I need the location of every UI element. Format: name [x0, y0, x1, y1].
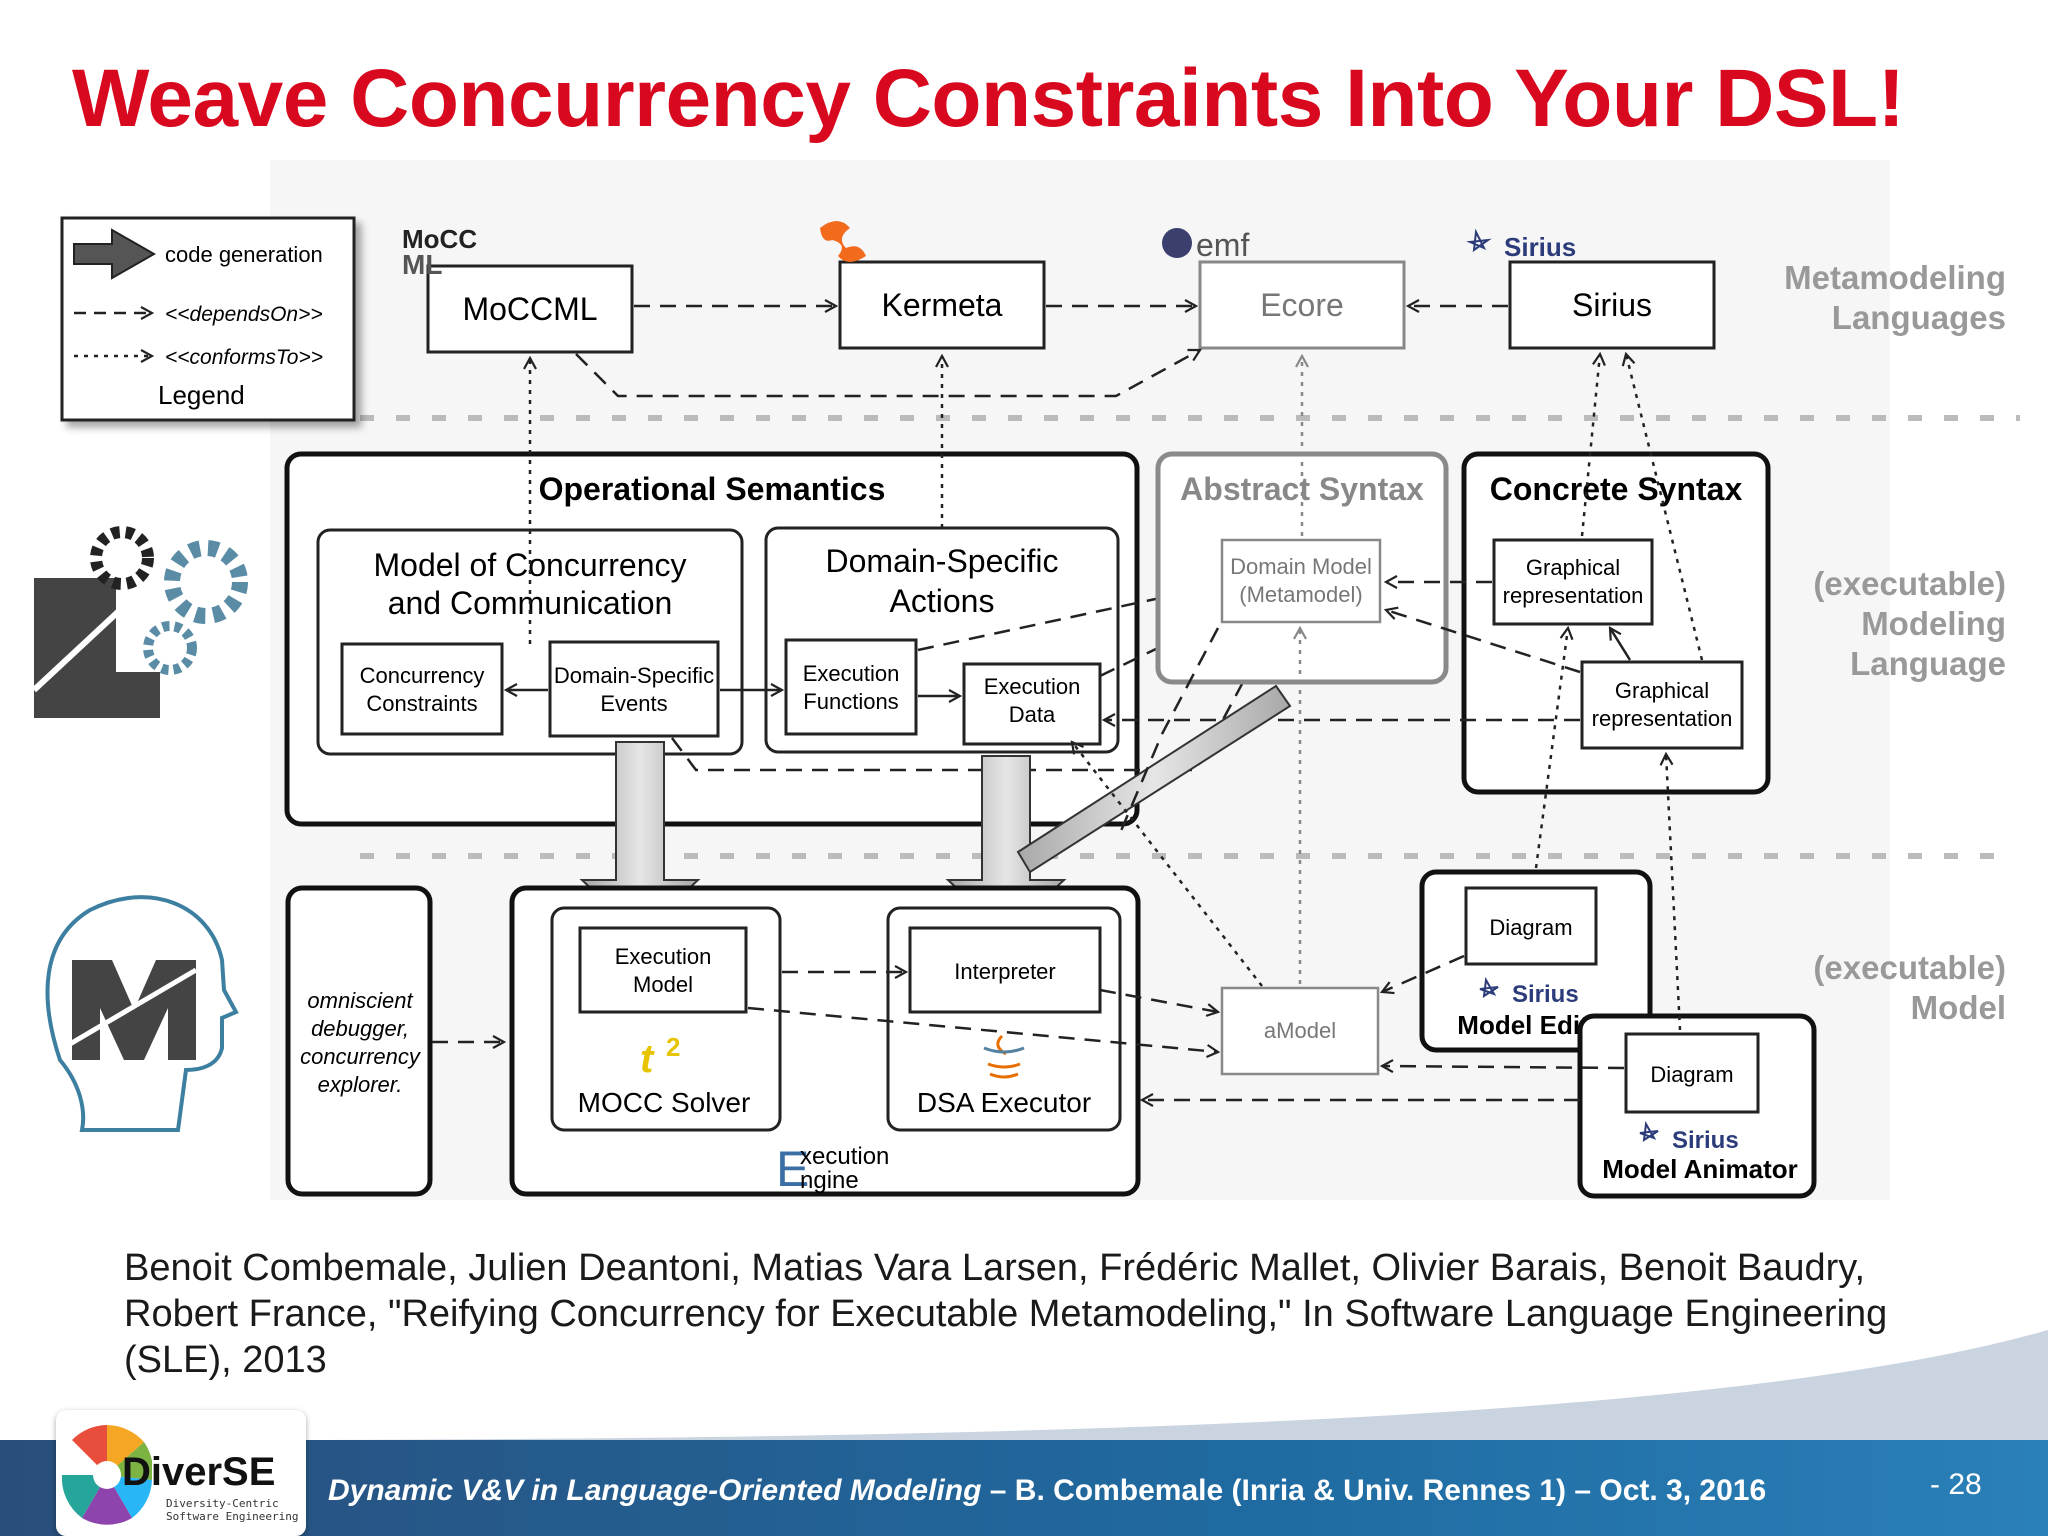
svg-text:explorer.: explorer.: [318, 1072, 403, 1097]
diverse-logo-subtitle: Diversity-Centric Software Engineering: [166, 1497, 298, 1523]
legend-conforms-to: <<conformsTo>>: [165, 346, 323, 369]
kermeta-logo-icon: [820, 221, 866, 262]
svg-text:Graphical: Graphical: [1526, 555, 1620, 580]
svg-text:Execution: Execution: [615, 944, 712, 969]
svg-text:Execution: Execution: [803, 661, 900, 686]
svg-text:aModel: aModel: [1264, 1018, 1336, 1043]
diverse-logo-text: DiverSE: [122, 1450, 276, 1494]
svg-text:concurrency: concurrency: [300, 1044, 422, 1069]
moccml-box: MoCCML: [426, 264, 634, 354]
moccml-logo-icon: MoCC ML: [402, 224, 477, 280]
svg-text:Domain-Specific: Domain-Specific: [826, 543, 1059, 579]
svg-text:representation: representation: [1503, 583, 1644, 608]
svg-text:Model: Model: [633, 972, 693, 997]
svg-text:omniscient: omniscient: [307, 988, 413, 1013]
execution-engine-logo-icon: E xecution ngine: [776, 1141, 889, 1197]
svg-text:Sirius: Sirius: [1672, 1127, 1739, 1154]
svg-text:MOCC Solver: MOCC Solver: [578, 1087, 751, 1118]
svg-text:Interpreter: Interpreter: [954, 959, 1056, 984]
svg-text:debugger,: debugger,: [311, 1016, 409, 1041]
svg-text:Actions: Actions: [890, 583, 995, 619]
svg-text:(Metamodel): (Metamodel): [1239, 582, 1362, 607]
svg-text:Sirius: Sirius: [1512, 981, 1579, 1008]
sirius-logo-icon: Sirius: [1466, 228, 1576, 262]
legend-code-generation: code generation: [165, 242, 323, 267]
svg-text:DSA Executor: DSA Executor: [917, 1087, 1091, 1118]
layer-label-model: (executable) Model: [1813, 949, 2006, 1026]
slide-title: Weave Concurrency Constraints Into Your …: [72, 53, 1905, 144]
java-logo-icon: [983, 1034, 1025, 1079]
svg-text:Model Animator: Model Animator: [1602, 1154, 1797, 1184]
svg-text:Diagram: Diagram: [1650, 1062, 1733, 1087]
svg-text:Data: Data: [1009, 702, 1056, 727]
svg-text:Constraints: Constraints: [366, 691, 477, 716]
amodel-box: aModel: [1220, 986, 1380, 1076]
language-gears-icon: [31, 526, 248, 718]
svg-text:Domain-Specific: Domain-Specific: [554, 663, 714, 688]
svg-text:Operational Semantics: Operational Semantics: [539, 471, 886, 507]
code-generation-arrow-icon: [73, 228, 157, 280]
concrete-syntax: Concrete Syntax Graphical representation…: [1461, 451, 1771, 795]
svg-text:Execution: Execution: [984, 674, 1081, 699]
citation-line: (SLE), 2013: [124, 1339, 327, 1381]
layer-label-metamodeling: Metamodeling Languages: [1784, 259, 2006, 336]
citation-line: Robert France, "Reifying Concurrency for…: [124, 1293, 1888, 1335]
architecture-diagram: code generation <<dependsOn>> <<conforms…: [31, 216, 2020, 1199]
model-animator: Diagram Sirius Model Animator: [1577, 1013, 1817, 1199]
diverse-logo-icon: [62, 1425, 152, 1525]
footer-swoosh: [0, 1330, 2048, 1460]
logo-subtitle-line: Software Engineering: [166, 1510, 299, 1523]
footer-author: – B. Combemale (Inria & Univ. Rennes 1) …: [981, 1474, 1767, 1507]
svg-text:Sirius: Sirius: [1572, 287, 1652, 323]
model-editor: Diagram Sirius Model Editor: [1419, 869, 1653, 1053]
svg-text:Abstract Syntax: Abstract Syntax: [1180, 471, 1424, 507]
svg-text:Concurrency: Concurrency: [360, 663, 485, 688]
execution-engine: Execution Model MOCC Solver t 2 Interpre…: [509, 885, 1141, 1197]
abstract-syntax: Abstract Syntax Domain Model (Metamodel): [1155, 451, 1449, 685]
citation: Benoit Combemale, Julien Deantoni, Matia…: [124, 1245, 2004, 1383]
svg-text:Ecore: Ecore: [1260, 287, 1344, 323]
layer-label-language: (executable) Modeling Language: [1813, 565, 2006, 682]
svg-text:emf: emf: [1196, 227, 1249, 263]
footer-talk-title: Dynamic V&V in Language-Oriented Modelin…: [328, 1474, 982, 1507]
sirius-box: Sirius: [1508, 260, 1716, 350]
svg-text:2: 2: [666, 1032, 680, 1062]
legend: code generation <<dependsOn>> <<conforms…: [60, 216, 356, 422]
emf-logo-icon: emf: [1162, 227, 1249, 263]
legend-title: Legend: [158, 380, 245, 410]
svg-text:Graphical: Graphical: [1615, 678, 1709, 703]
operational-semantics: Operational Semantics Model of Concurren…: [284, 451, 1140, 827]
footer-bar: [0, 1440, 2048, 1536]
svg-text:representation: representation: [1592, 706, 1733, 731]
citation-line: Benoit Combemale, Julien Deantoni, Matia…: [124, 1247, 1866, 1289]
logo-subtitle-line: Diversity-Centric: [166, 1497, 279, 1510]
svg-text:E: E: [776, 1141, 809, 1197]
svg-text:Diagram: Diagram: [1489, 915, 1572, 940]
model-head-icon: [45, 895, 239, 1132]
legend-depends-on: <<dependsOn>>: [165, 303, 323, 326]
svg-text:Events: Events: [600, 691, 667, 716]
kermeta-box: Kermeta: [838, 260, 1046, 350]
svg-text:ML: ML: [402, 249, 442, 280]
footer-text: Dynamic V&V in Language-Oriented Modelin…: [328, 1474, 1766, 1508]
svg-text:MoCC: MoCC: [402, 224, 477, 254]
ecore-box: Ecore: [1198, 260, 1406, 350]
svg-text:Concrete Syntax: Concrete Syntax: [1490, 471, 1743, 507]
debugger-box: omniscient debugger, concurrency explore…: [285, 885, 433, 1197]
svg-text:t: t: [640, 1037, 655, 1081]
svg-text:xecution: xecution: [800, 1143, 889, 1170]
svg-text:Functions: Functions: [803, 689, 898, 714]
code-generation-arrow-abstract: [1016, 684, 1292, 874]
svg-text:ngine: ngine: [800, 1167, 859, 1194]
page-number: - 28: [1930, 1468, 1982, 1501]
timesquare-logo-icon: t 2: [640, 1032, 680, 1081]
svg-text:MoCCML: MoCCML: [462, 291, 597, 327]
svg-text:Domain Model: Domain Model: [1230, 554, 1372, 579]
svg-text:Sirius: Sirius: [1504, 232, 1576, 262]
svg-text:Kermeta: Kermeta: [882, 287, 1003, 323]
